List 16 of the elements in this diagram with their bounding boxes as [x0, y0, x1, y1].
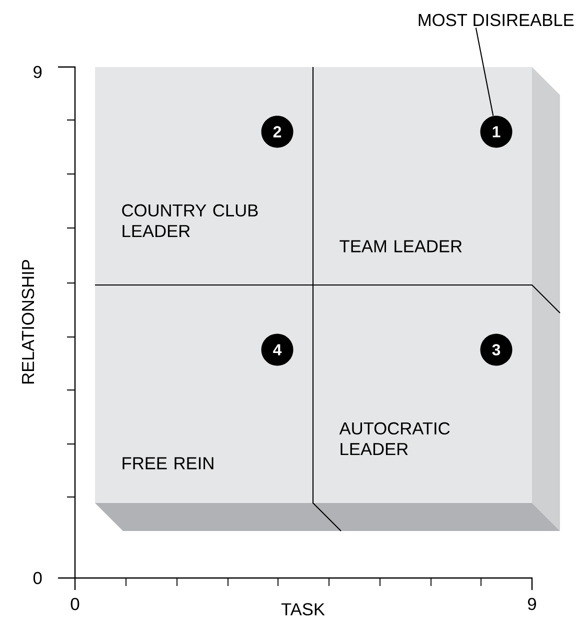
axis-tick-label: 0	[33, 572, 42, 584]
callout-number: 4	[261, 334, 294, 366]
axis-title: TASK	[281, 603, 325, 616]
axis-title: RELATIONSHIP	[22, 260, 34, 384]
callout-number: 1	[480, 116, 512, 148]
node-label: AUTOCRATIC LEADER	[339, 422, 450, 456]
node-label: COUNTRY CLUB LEADER	[122, 204, 258, 238]
leader-line	[475, 28, 494, 116]
callout-number: 3	[480, 334, 512, 366]
callout-number: 2	[261, 116, 294, 148]
node-label: FREE REIN	[122, 457, 214, 470]
callout-text: MOST DISIREABLE	[418, 14, 574, 26]
axis-tick-label: 9	[528, 598, 536, 610]
axis-tick-label: 0	[70, 598, 80, 610]
axis-tick-label: 9	[34, 66, 42, 78]
node-label: TEAM LEADER	[340, 240, 462, 252]
